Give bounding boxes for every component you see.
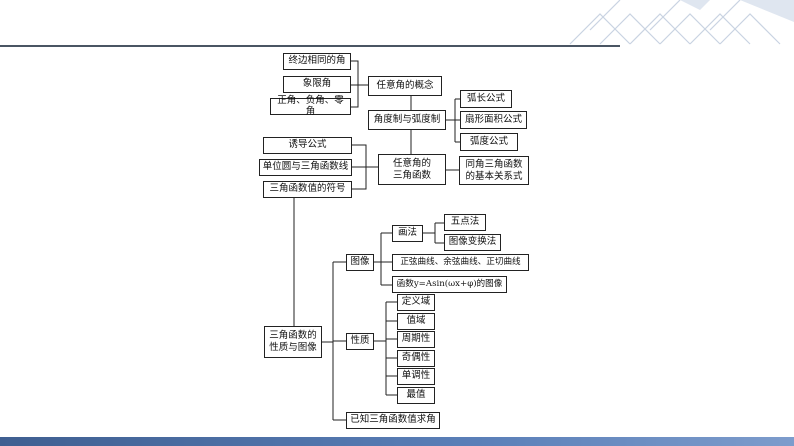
node-periodicity: 周期性 [397, 331, 435, 348]
node-pos-neg-zero-angle: 正角、负角、零角 [270, 95, 351, 116]
node-quadrant-angle: 象限角 [283, 76, 351, 93]
node-y-asin-graph: 函数y=Asin(ωx+φ)的图像 [392, 276, 507, 293]
node-monotonicity: 单调性 [397, 368, 435, 385]
node-extremum: 最值 [397, 387, 435, 404]
node-find-angle-from-value: 已知三角函数值求角 [346, 412, 440, 429]
node-same-angle-relations: 同角三角函数 的基本关系式 [459, 156, 529, 185]
node-trig-properties-and-graphs: 三角函数的 性质与图像 [264, 326, 322, 358]
header-rule [0, 45, 620, 47]
node-sine-cosine-tangent-curves: 正弦曲线、余弦曲线、正切曲线 [392, 254, 529, 271]
node-drawing-method: 画法 [392, 225, 423, 242]
node-transformation-method: 图像变换法 [444, 234, 501, 251]
node-range: 值域 [397, 313, 435, 330]
node-sector-area-formula: 扇形面积公式 [460, 111, 527, 129]
node-induction-formula: 诱导公式 [263, 137, 352, 154]
node-coterminal-angle: 终边相同的角 [283, 53, 351, 70]
node-radian-formula: 弧度公式 [460, 133, 518, 151]
node-trig-of-any-angle: 任意角的 三角函数 [378, 154, 446, 185]
node-unit-circle-trig-lines: 单位圆与三角函数线 [259, 159, 352, 176]
footer-bar [0, 437, 794, 446]
node-any-angle-concept: 任意角的概念 [368, 76, 442, 96]
node-degree-radian: 角度制与弧度制 [368, 110, 446, 130]
decorative-stripes [569, 0, 794, 45]
node-sign-of-trig-values: 三角函数值的符号 [263, 181, 352, 198]
node-five-point-method: 五点法 [444, 214, 486, 231]
node-properties: 性质 [346, 333, 374, 350]
node-arc-length-formula: 弧长公式 [460, 90, 512, 108]
node-domain: 定义域 [397, 294, 435, 311]
node-graph: 图像 [346, 254, 374, 271]
node-parity: 奇偶性 [397, 350, 435, 367]
